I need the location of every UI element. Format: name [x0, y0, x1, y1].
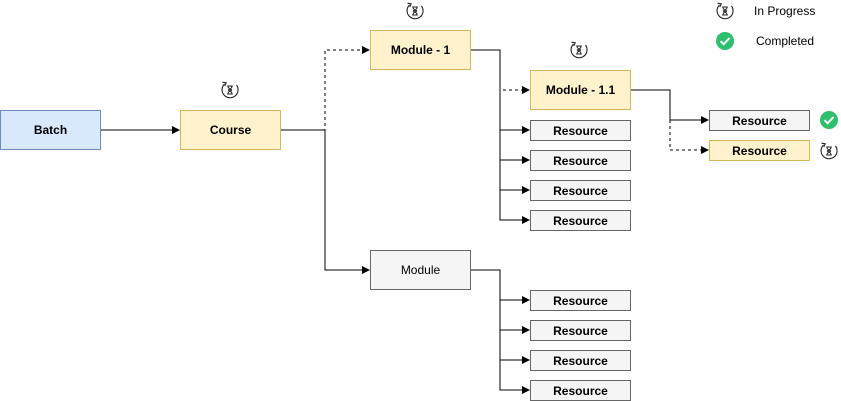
edge-course-module-1 [281, 46, 370, 131]
edge-module-1-1-resource-in-progress [669, 120, 709, 154]
completed-check-icon [820, 111, 838, 129]
edge-module-1-resource-3 [499, 160, 530, 194]
in-progress-hourglass-icon [820, 142, 838, 160]
in-progress-hourglass-icon [570, 41, 588, 59]
resource-node[interactable]: Resource [530, 210, 631, 231]
resource-node[interactable]: Resource [530, 290, 631, 311]
in-progress-hourglass-icon [406, 2, 424, 20]
resource-node[interactable]: Resource [530, 120, 631, 141]
resource-node[interactable]: Resource [530, 320, 631, 341]
edge-module-resource-3 [499, 330, 530, 364]
legend-in-progress-label: In Progress [754, 4, 816, 18]
resource-node[interactable]: Resource [530, 380, 631, 401]
legend-in-progress-hourglass-icon [716, 2, 734, 20]
edge-module-1-resource-4 [499, 190, 530, 224]
edge-course-module [281, 129, 370, 274]
edge-module-resource-4 [499, 360, 530, 394]
resource-node-in-progress[interactable]: Resource [709, 140, 810, 161]
resource-node[interactable]: Resource [530, 150, 631, 171]
course-node[interactable]: Course [180, 110, 281, 150]
edge-module-1-resource-1 [471, 49, 530, 134]
resource-node[interactable]: Resource [530, 350, 631, 371]
module-1-1-node[interactable]: Module - 1.1 [530, 70, 631, 110]
legend-completed-check-icon [716, 32, 734, 50]
edge-module-resource-2 [499, 300, 530, 334]
in-progress-hourglass-icon [221, 81, 239, 99]
resource-node-completed[interactable]: Resource [709, 110, 810, 131]
edge-module-1-1-resource-completed [631, 89, 709, 124]
module-1-node[interactable]: Module - 1 [370, 30, 471, 70]
module-node[interactable]: Module [370, 250, 471, 290]
batch-node[interactable]: Batch [0, 110, 101, 150]
edge-module-resource-1 [471, 269, 530, 304]
edge-module-1-resource-2 [499, 130, 530, 164]
resource-node[interactable]: Resource [530, 180, 631, 201]
legend-completed-label: Completed [756, 34, 815, 48]
